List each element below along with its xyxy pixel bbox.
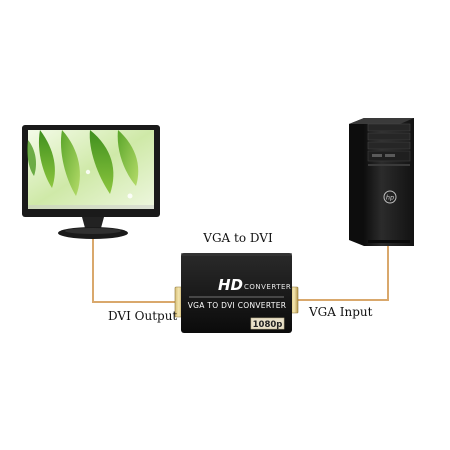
diagram-title: VGA to DVI [202, 231, 273, 245]
resolution-badge-text: 1080p [253, 320, 283, 330]
pc-tower-icon: hp [349, 118, 414, 246]
tower-side [349, 118, 364, 246]
device-model-line: VGA TO DVI CONVERTER [188, 301, 287, 310]
pc-logo-text: hp [386, 194, 394, 202]
converter-box-icon: HD CONVERTER VGA TO DVI CONVERTER 1080p [174, 253, 299, 333]
device-brand-suffix: CONVERTER [244, 283, 291, 291]
hp-logo-icon [383, 190, 397, 204]
vga-cable [296, 244, 389, 301]
resolution-badge [250, 317, 285, 330]
dvi-cable [92, 235, 180, 303]
monitor-neck [82, 217, 104, 228]
converter-body [181, 253, 292, 333]
cables [92, 235, 389, 303]
vga-input-label: VGA Input [308, 305, 373, 319]
dvi-output-label: DVI Output [108, 309, 177, 323]
monitor-icon [22, 125, 160, 239]
device-brand: HD [218, 276, 243, 294]
